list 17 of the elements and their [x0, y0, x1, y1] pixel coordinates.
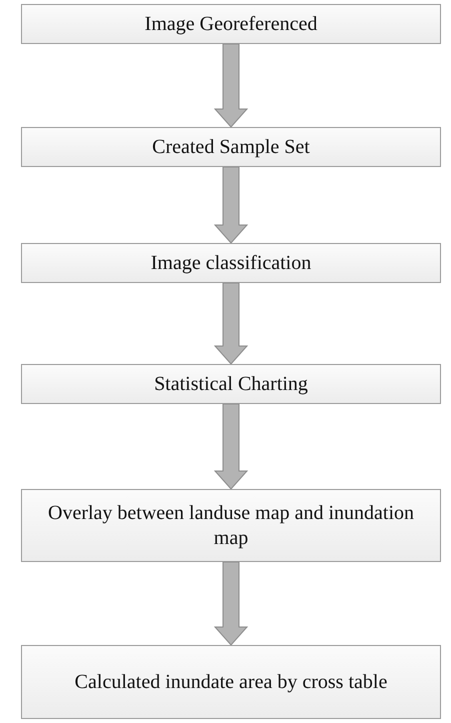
process-box — [21, 645, 441, 719]
arrow — [214, 562, 248, 646]
step-label: Overlay between landuse map and inundation map — [47, 500, 415, 550]
step-label: Image Georeferenced — [144, 12, 318, 36]
step-label: Image classification — [150, 250, 312, 276]
step-label: Created Sample Set — [151, 134, 311, 160]
step-label: Calculated inundate area by cross table — [74, 670, 388, 694]
arrow — [214, 166, 248, 244]
step-label: Statistical Charting — [153, 372, 309, 396]
arrow — [214, 282, 248, 365]
process-box — [21, 489, 441, 562]
process-box — [21, 127, 441, 167]
process-box — [21, 364, 441, 404]
arrow — [214, 404, 248, 490]
arrow — [214, 44, 248, 128]
process-box — [21, 243, 441, 283]
process-box — [21, 4, 441, 44]
